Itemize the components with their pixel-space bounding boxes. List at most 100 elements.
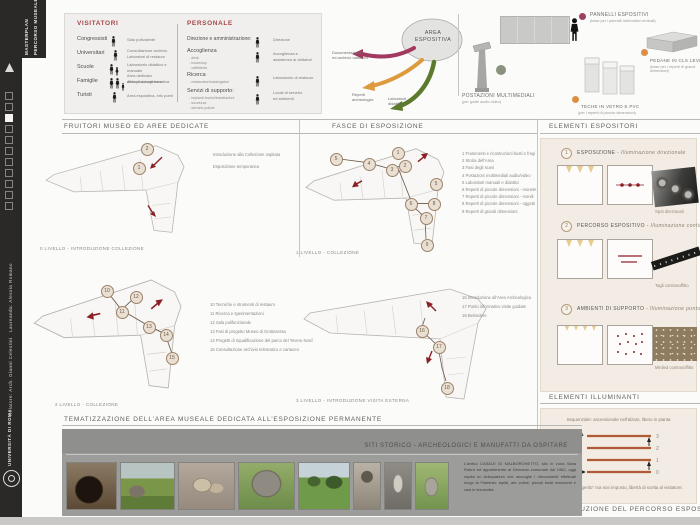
legend-entry: 5 Laboratori manuali e didattici — [462, 179, 520, 185]
flow-branch-labs: Laboratori didattici — [388, 96, 407, 107]
board-tab[interactable] — [5, 92, 13, 100]
room-number-badge: 1 — [391, 146, 405, 160]
person-icon — [115, 63, 119, 81]
lighting-elements-panel: 1 ESPOSIZIONE - Illuminazione direzional… — [540, 138, 700, 392]
board-tab[interactable] — [5, 114, 13, 122]
top-divider — [62, 119, 700, 120]
legend-entry: 16 Introduzione all'Area Archeologica — [462, 295, 532, 300]
room-number-badge: 18 — [440, 381, 454, 395]
section-title-distribuzione: DISTRIBUZIONE DEL PERCORSO ESPOSITIVO — [549, 506, 700, 513]
lighting-photo-caption: Miniled controsoffitto — [655, 365, 694, 370]
legend-entry: 13 Fasi di progetto Museo di Grottarossa — [210, 329, 286, 334]
board-tab[interactable] — [5, 158, 13, 166]
person-icon — [109, 76, 114, 94]
room-number-badge: 17 — [432, 340, 446, 354]
column-divider — [537, 119, 538, 516]
person-icon — [255, 50, 260, 68]
room-number-badge: 1 — [132, 161, 146, 175]
freedom-note: Percorso "suggerito" ma non imposto, lib… — [554, 485, 683, 490]
person-icon — [112, 90, 117, 108]
users-panel: VISITATORI Congressisti Universitari Scu… — [64, 13, 322, 114]
board-tab[interactable] — [5, 147, 13, 155]
lighting-item-title: ESPOSIZIONE - Illuminazione direzionale — [577, 150, 686, 156]
person-icon — [121, 78, 125, 96]
credit-advisor: Relatore: Arch. Gianni Celestini — [8, 337, 13, 416]
lighting-scheme-box — [607, 165, 653, 205]
section-underline — [330, 133, 537, 134]
visitor-space: Sala polivalente — [127, 37, 156, 42]
visitor-label: Turisti — [77, 92, 92, 98]
plan-caption-level-3: 3 LIVELLO - INTRODUZIONE VISITA ESTERNA — [296, 398, 410, 403]
legend-entry: 15 Consultazione archivio telematico e c… — [210, 347, 299, 352]
lighting-scheme-box — [607, 239, 653, 279]
visitor-label: Universitari — [77, 50, 105, 56]
heritage-band-header: SITI STORICO - ARCHEOLOGICI E MANUFATTI … — [62, 429, 582, 453]
board-tab[interactable] — [5, 191, 13, 199]
room-number-badge: 7 — [419, 211, 433, 225]
plan-caption-level-1: 1 LIVELLO - COLLEZIONE — [296, 250, 360, 255]
room-number-badge: 5 — [429, 177, 443, 191]
room-number-badge: 16 — [415, 324, 429, 338]
staff-sublist: - desk - bookshop - caffetteria — [189, 56, 207, 70]
cases-subtitle: (per i reperti di piccole dimensioni) — [578, 111, 636, 115]
lighting-item-title: AMBIENTI DI SUPPORTO - Illuminazione pun… — [577, 306, 700, 312]
section-title-siti: SITI STORICO - ARCHEOLOGICI E MANUFATTI … — [364, 443, 568, 449]
lighting-photo-caption: Spot direzionali — [655, 209, 684, 214]
legend-entry: 2 Storia dell'Area — [462, 158, 494, 164]
legend-entry: 3 Fasi degli scavi — [462, 165, 495, 171]
panel-divider — [177, 24, 178, 102]
platforms-dot-icon — [641, 49, 648, 56]
multimedia-kiosk-graphic — [472, 41, 506, 92]
legend-entry: 12 Sala polifunzionale — [210, 320, 251, 325]
person-icon — [255, 74, 260, 92]
platforms-subtitle: (base per i reperti di grandi dimensioni… — [650, 65, 696, 73]
lighting-scheme-box — [607, 325, 653, 365]
legend-entry: 6 Reperti di piccole dimensioni - monete — [462, 187, 537, 193]
board-tab[interactable] — [5, 180, 13, 188]
board-tab[interactable] — [5, 169, 13, 177]
photo-tower-facade — [353, 462, 381, 510]
plan-note: Introduzione alla Collezione ospitata — [213, 152, 281, 157]
staff-sublist: - restauratori/catalogatori — [189, 80, 229, 84]
board-tab[interactable] — [5, 103, 13, 111]
staff-label: Ricerca — [187, 72, 206, 78]
floor-plan-outline — [45, 145, 185, 233]
cases-title: TECHE IN VETRO E PVC — [581, 104, 640, 109]
staff-title: PERSONALE — [187, 20, 233, 27]
section-title-fasce: FASCE DI ESPOSIZIONE — [332, 123, 424, 130]
room-number-badge: 6 — [404, 197, 418, 211]
board-tab[interactable] — [5, 202, 13, 210]
multimedia-subtitle: (per guide audio-video) — [462, 100, 502, 104]
board-series-title: MASTERPLAN — [24, 18, 29, 55]
room-number-badge: 4 — [362, 157, 376, 171]
room-number-badge: 15 — [165, 351, 179, 365]
staff-space: Direzione — [273, 37, 290, 42]
photo-stone-relief — [238, 462, 295, 510]
lighting-scheme-box — [557, 325, 603, 365]
board-tab[interactable] — [5, 125, 13, 133]
room-number-badge: 13 — [142, 320, 156, 334]
room-number-badge: 10 — [100, 284, 114, 298]
legend-entry: 4 Postazioni multimediali audio/video — [462, 172, 531, 178]
cases-dot-icon — [572, 96, 579, 103]
section-underline — [62, 425, 582, 426]
person-icon — [111, 34, 116, 52]
section-underline — [540, 403, 700, 404]
staff-sublist: - impianti tecnici/installazioni - sicur… — [189, 96, 235, 110]
level-label: 3 — [656, 434, 659, 440]
board-tab[interactable] — [5, 136, 13, 144]
visitor-space: Laboratorio didattico e manuale Area ded… — [127, 62, 170, 84]
room-number-badge: 2 — [140, 142, 154, 156]
section-title-fruitori: FRUITORI MUSEO ED AREE DEDICATE — [64, 123, 210, 130]
band-separator — [66, 454, 578, 455]
plan-note: Esposizione temporanea — [213, 164, 260, 169]
staff-space: Locali di servizio ed ambienti — [273, 90, 303, 101]
sequential-note: Sequenziale: ascensionale nell'alzato, l… — [566, 417, 671, 422]
room-number-badge: 8 — [427, 197, 441, 211]
board-tab-strip — [5, 92, 13, 213]
column-divider — [458, 14, 459, 96]
